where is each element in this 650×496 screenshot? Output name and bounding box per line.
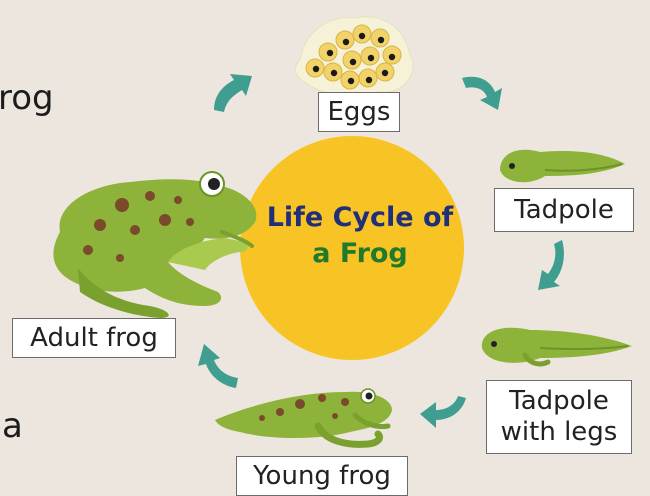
title-line-1: Life Cycle of <box>250 200 470 236</box>
diagram-title: Life Cycle of a Frog <box>250 200 470 273</box>
cycle-arrow-icon <box>420 396 466 428</box>
label-tadpole-with-legs-line-1: Tadpole <box>509 386 609 417</box>
cycle-arrow-icon <box>538 240 564 290</box>
title-line-2: a Frog <box>250 236 470 272</box>
tadpole-with-legs-icon <box>482 328 632 364</box>
tadpole-icon <box>500 150 625 183</box>
label-tadpole: Tadpole <box>494 188 634 232</box>
cycle-arrow-icon <box>214 74 252 112</box>
label-eggs: Eggs <box>318 92 400 132</box>
cycle-arrow-icon <box>198 344 238 388</box>
cycle-arrow-icon <box>462 77 502 110</box>
label-adult-frog: Adult frog <box>12 318 176 358</box>
label-tadpole-with-legs-line-2: with legs <box>501 417 618 448</box>
young-frog-icon <box>215 389 392 444</box>
adult-frog-icon <box>53 172 256 318</box>
label-tadpole-with-legs: Tadpole with legs <box>486 380 632 454</box>
egg-cluster-icon <box>295 17 413 96</box>
label-young-frog: Young frog <box>236 456 408 496</box>
